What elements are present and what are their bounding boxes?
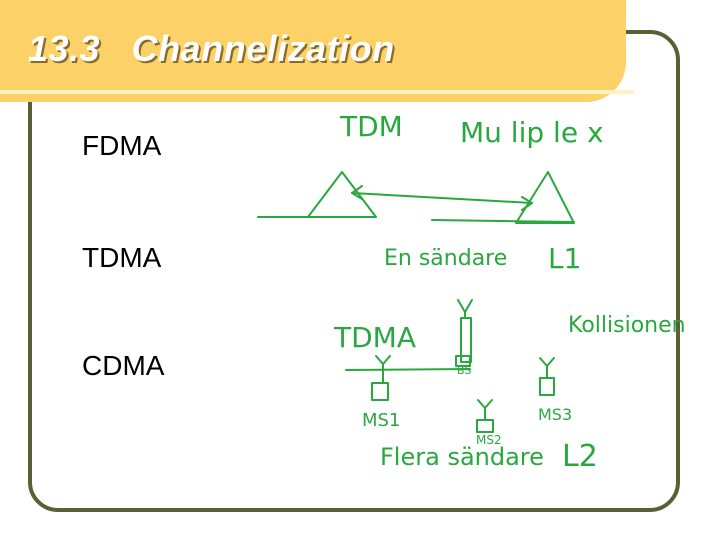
bus-line: [346, 369, 470, 370]
ms2-antenna-icon: [478, 400, 492, 408]
double-arrow-line: [352, 193, 532, 203]
note-tdma: TDMA: [333, 321, 416, 354]
note-flera-sandare: Flera sändare: [380, 443, 544, 471]
note-ms1: MS1: [362, 410, 400, 431]
bs-antenna-icon: [458, 300, 472, 312]
note-l2: L2: [562, 439, 598, 474]
note-ms3: MS3: [538, 405, 572, 424]
note-tdm: TDM: [339, 110, 403, 143]
note-multiplex: Mu lip le x: [460, 116, 604, 149]
ms1-device-icon: [372, 383, 388, 400]
note-en-sandare: En sändare: [384, 246, 507, 271]
ms3-antenna-icon: [540, 358, 554, 366]
ms1-antenna-icon: [376, 356, 390, 364]
note-l1: L1: [548, 242, 581, 275]
note-kollisionen: Kollisionen: [568, 313, 686, 338]
ms3-device-icon: [540, 378, 554, 395]
note-bs: BS: [457, 364, 471, 377]
ms2-device-icon: [477, 420, 493, 432]
right-signal-line: [432, 220, 574, 222]
